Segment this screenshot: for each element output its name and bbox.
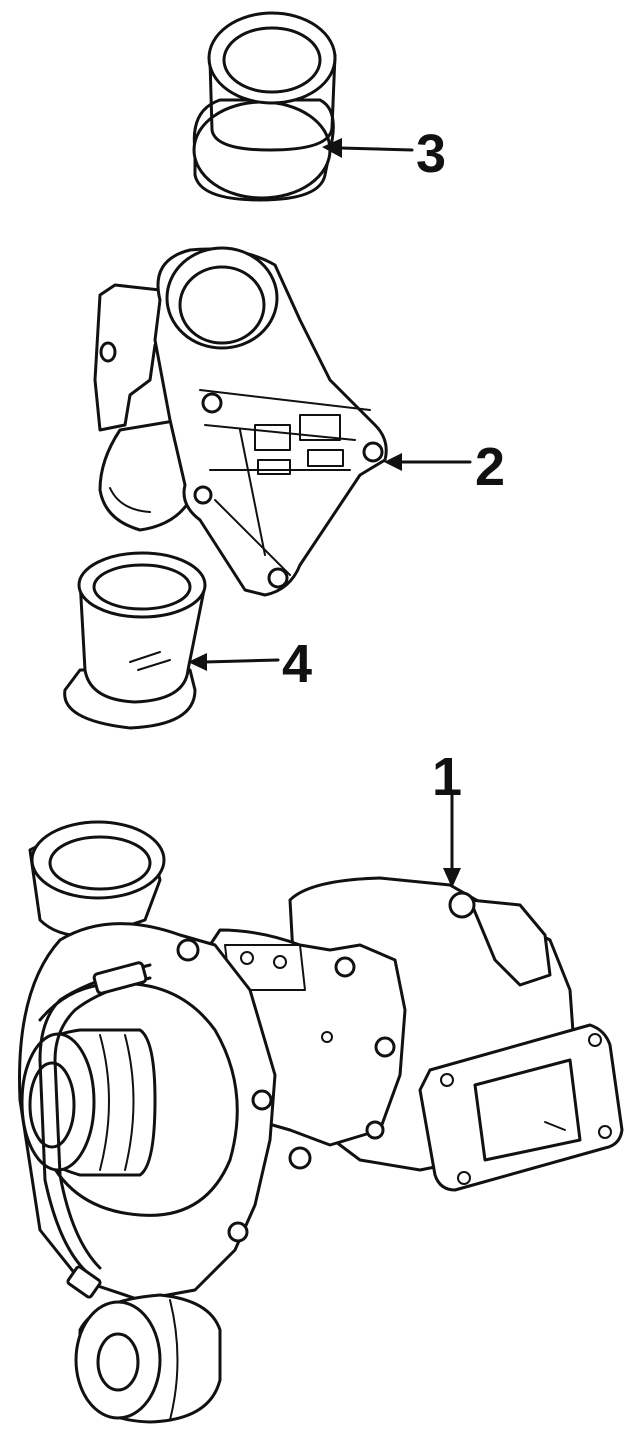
callout-4: 4 bbox=[188, 634, 312, 694]
arrowhead-icon bbox=[443, 868, 461, 888]
arrowhead-icon bbox=[188, 653, 207, 671]
callout-label-1: 1 bbox=[432, 747, 462, 807]
callout-label-4: 4 bbox=[282, 634, 312, 694]
callout-2: 2 bbox=[384, 437, 505, 497]
part-1-turbocharger[interactable] bbox=[18, 820, 624, 1424]
callout-3: 3 bbox=[322, 124, 446, 184]
arrowhead-icon bbox=[322, 138, 342, 158]
callout-1: 1 bbox=[432, 747, 462, 888]
part-3-hose-coupler[interactable] bbox=[192, 11, 337, 202]
callout-label-3: 3 bbox=[416, 124, 446, 184]
callout-label-2: 2 bbox=[475, 437, 505, 497]
arrowhead-icon bbox=[384, 453, 402, 471]
part-4-intake-sleeve[interactable] bbox=[63, 551, 207, 730]
part-2-bracket-housing[interactable] bbox=[93, 246, 388, 597]
